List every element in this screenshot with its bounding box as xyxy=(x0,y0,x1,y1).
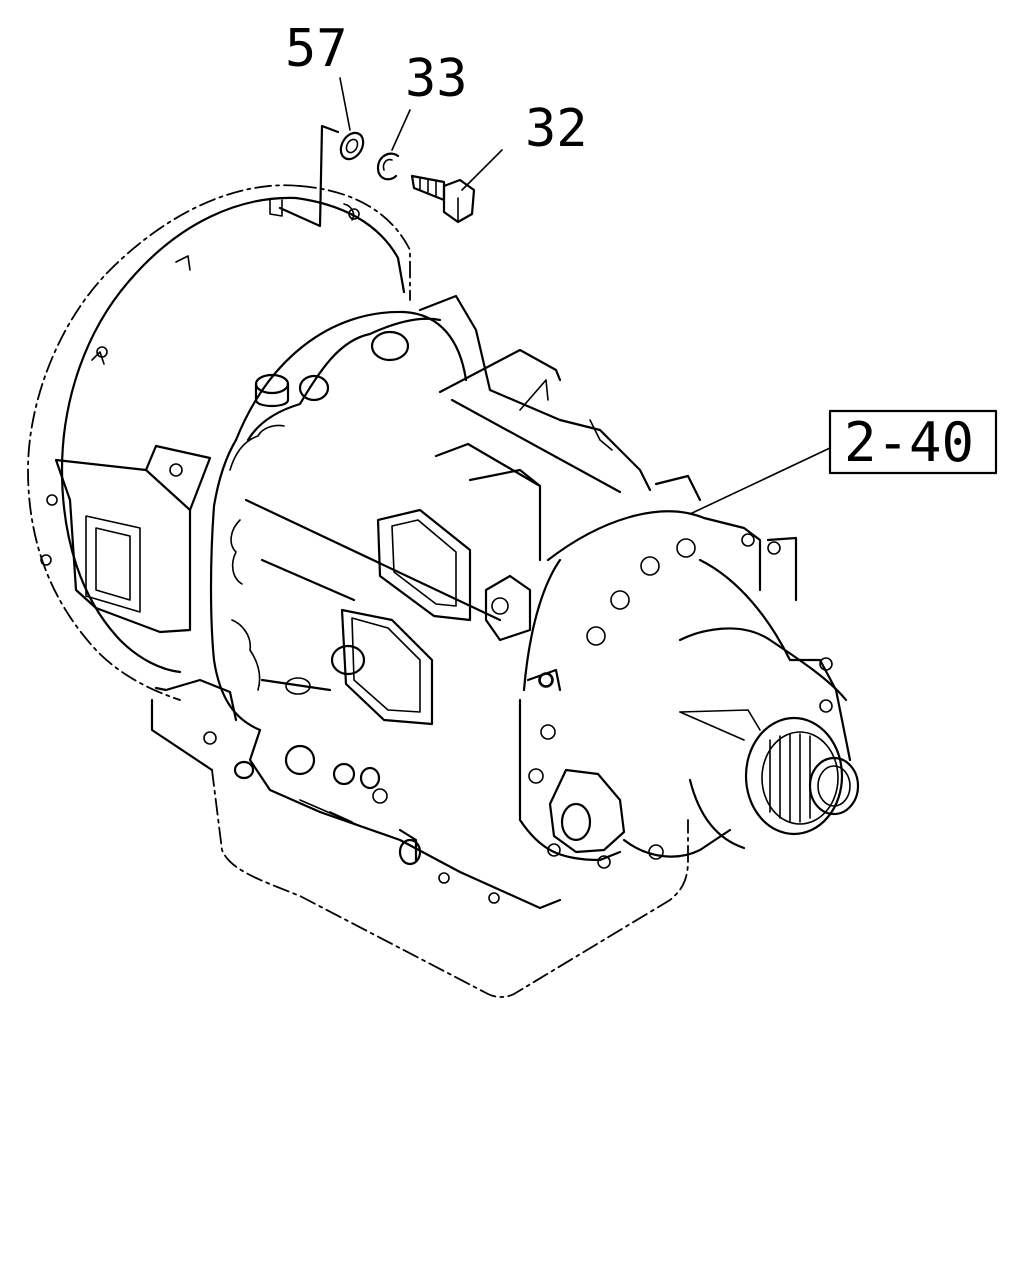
leader-line-32 xyxy=(461,149,503,191)
reference-label: 2-40 xyxy=(844,411,974,474)
callout-label-57: 57 xyxy=(285,19,348,79)
converter-housing-ring xyxy=(234,310,468,442)
callout-label-32: 32 xyxy=(525,99,588,159)
bolt-part-32 xyxy=(410,174,476,224)
washer-part-57 xyxy=(339,131,365,161)
leader-line-57 xyxy=(339,77,351,131)
mounting-pad xyxy=(54,458,192,634)
reference-leader-line xyxy=(689,447,831,515)
fill-plug xyxy=(254,373,290,408)
leader-line-33 xyxy=(391,109,411,151)
oil-pan-outline xyxy=(211,769,689,998)
output-shaft xyxy=(744,716,860,836)
transmission-assembly xyxy=(27,184,860,998)
tail-housing xyxy=(698,558,852,762)
callout-label-33: 33 xyxy=(405,49,468,109)
bell-housing-outline xyxy=(27,184,301,701)
speed-sensor-port xyxy=(548,768,626,854)
extension-housing-flange xyxy=(546,510,762,592)
clip-part-33 xyxy=(376,152,400,181)
reference-box: 2-40 xyxy=(828,409,998,475)
install-location-marker xyxy=(278,124,340,228)
valve-body-window xyxy=(376,508,472,622)
